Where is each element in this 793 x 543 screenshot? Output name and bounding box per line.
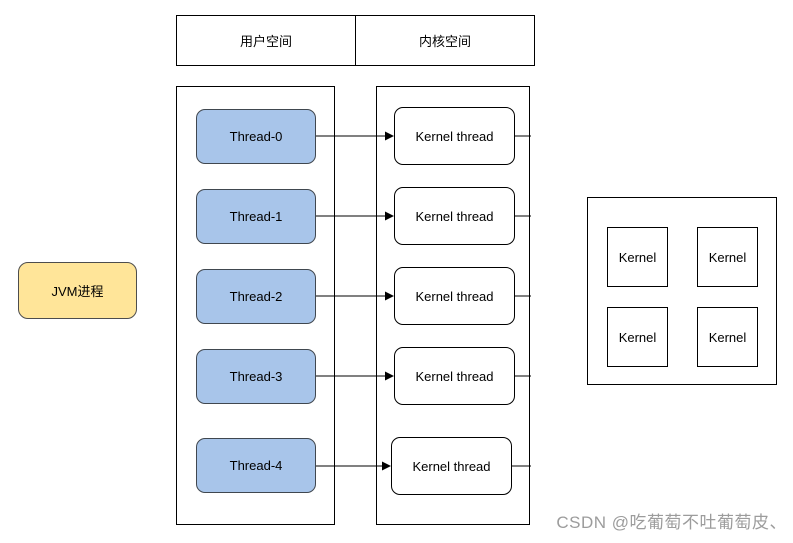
thread-box-4: Thread-4 — [196, 438, 316, 493]
kernel-core-box-0: Kernel — [607, 227, 668, 287]
kernel-thread-box-4: Kernel thread — [391, 437, 512, 495]
thread-box-0: Thread-0 — [196, 109, 316, 164]
space-header: 用户空间 内核空间 — [176, 15, 535, 66]
csdn-watermark: CSDN @吃葡萄不吐葡萄皮、 — [556, 513, 787, 532]
jvm-process-label: JVM进程 — [51, 284, 104, 299]
header-kernel-space-label: 内核空间 — [418, 34, 471, 49]
thread-box-3: Thread-3 — [196, 349, 316, 404]
thread-box-1: Thread-1 — [196, 189, 316, 244]
kernel-core-box-1: Kernel — [697, 227, 758, 287]
jvm-process-box: JVM进程 — [18, 262, 137, 319]
thread-box-2: Thread-2 — [196, 269, 316, 324]
kernel-thread-box-2: Kernel thread — [394, 267, 515, 325]
header-user-space-label: 用户空间 — [177, 16, 356, 65]
kernel-core-box-2: Kernel — [607, 307, 668, 367]
kernel-core-group: Kernel Kernel Kernel Kernel — [587, 197, 777, 385]
kernel-core-box-3: Kernel — [697, 307, 758, 367]
kernel-thread-box-0: Kernel thread — [394, 107, 515, 165]
kernel-thread-box-1: Kernel thread — [394, 187, 515, 245]
kernel-thread-box-3: Kernel thread — [394, 347, 515, 405]
